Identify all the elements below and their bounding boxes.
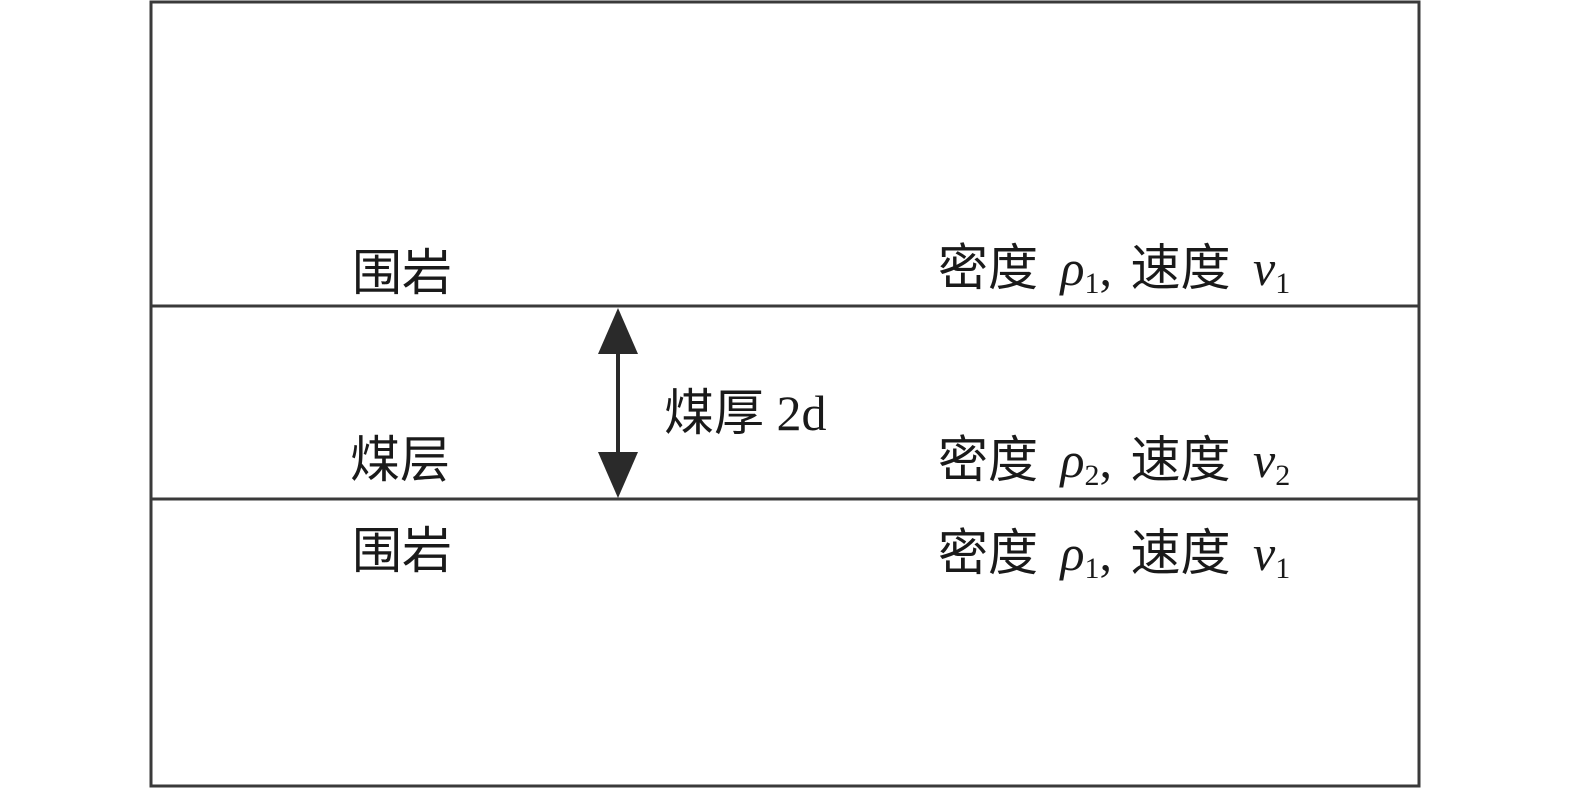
density-label: 密度: [938, 525, 1038, 581]
density-subscript: 2: [1085, 459, 1100, 492]
layer-name-coal: 煤层: [350, 432, 450, 488]
velocity-symbol: v: [1253, 525, 1276, 581]
layer-properties-lower: 密度 ρ1, 速度 v1: [938, 525, 1290, 585]
velocity-subscript: 1: [1275, 267, 1290, 300]
density-subscript: 1: [1085, 552, 1100, 585]
velocity-label: 速度: [1131, 240, 1231, 296]
velocity-label: 速度: [1131, 432, 1231, 488]
velocity-subscript: 1: [1275, 552, 1290, 585]
density-symbol: ρ: [1059, 240, 1085, 296]
layer-properties-coal: 密度 ρ2, 速度 v2: [938, 432, 1290, 492]
velocity-label: 速度: [1131, 525, 1231, 581]
separator: ,: [1100, 240, 1113, 296]
arrow-head-down: [598, 452, 638, 498]
thickness-label: 煤厚 2d: [664, 385, 827, 441]
density-symbol: ρ: [1059, 432, 1085, 488]
layer-properties-upper: 密度 ρ1, 速度 v1: [938, 240, 1290, 300]
thickness-double-arrow: [598, 308, 638, 498]
layer-name-lower: 围岩: [352, 523, 452, 579]
velocity-subscript: 2: [1275, 459, 1290, 492]
layer-name-upper: 围岩: [352, 245, 452, 301]
separator: ,: [1100, 525, 1113, 581]
density-symbol: ρ: [1059, 525, 1085, 581]
density-label: 密度: [938, 240, 1038, 296]
separator: ,: [1100, 432, 1113, 488]
velocity-symbol: v: [1253, 432, 1276, 488]
arrow-head-up: [598, 308, 638, 354]
density-label: 密度: [938, 432, 1038, 488]
outer-frame: [149, 0, 1421, 788]
velocity-symbol: v: [1253, 240, 1276, 296]
density-subscript: 1: [1085, 267, 1100, 300]
